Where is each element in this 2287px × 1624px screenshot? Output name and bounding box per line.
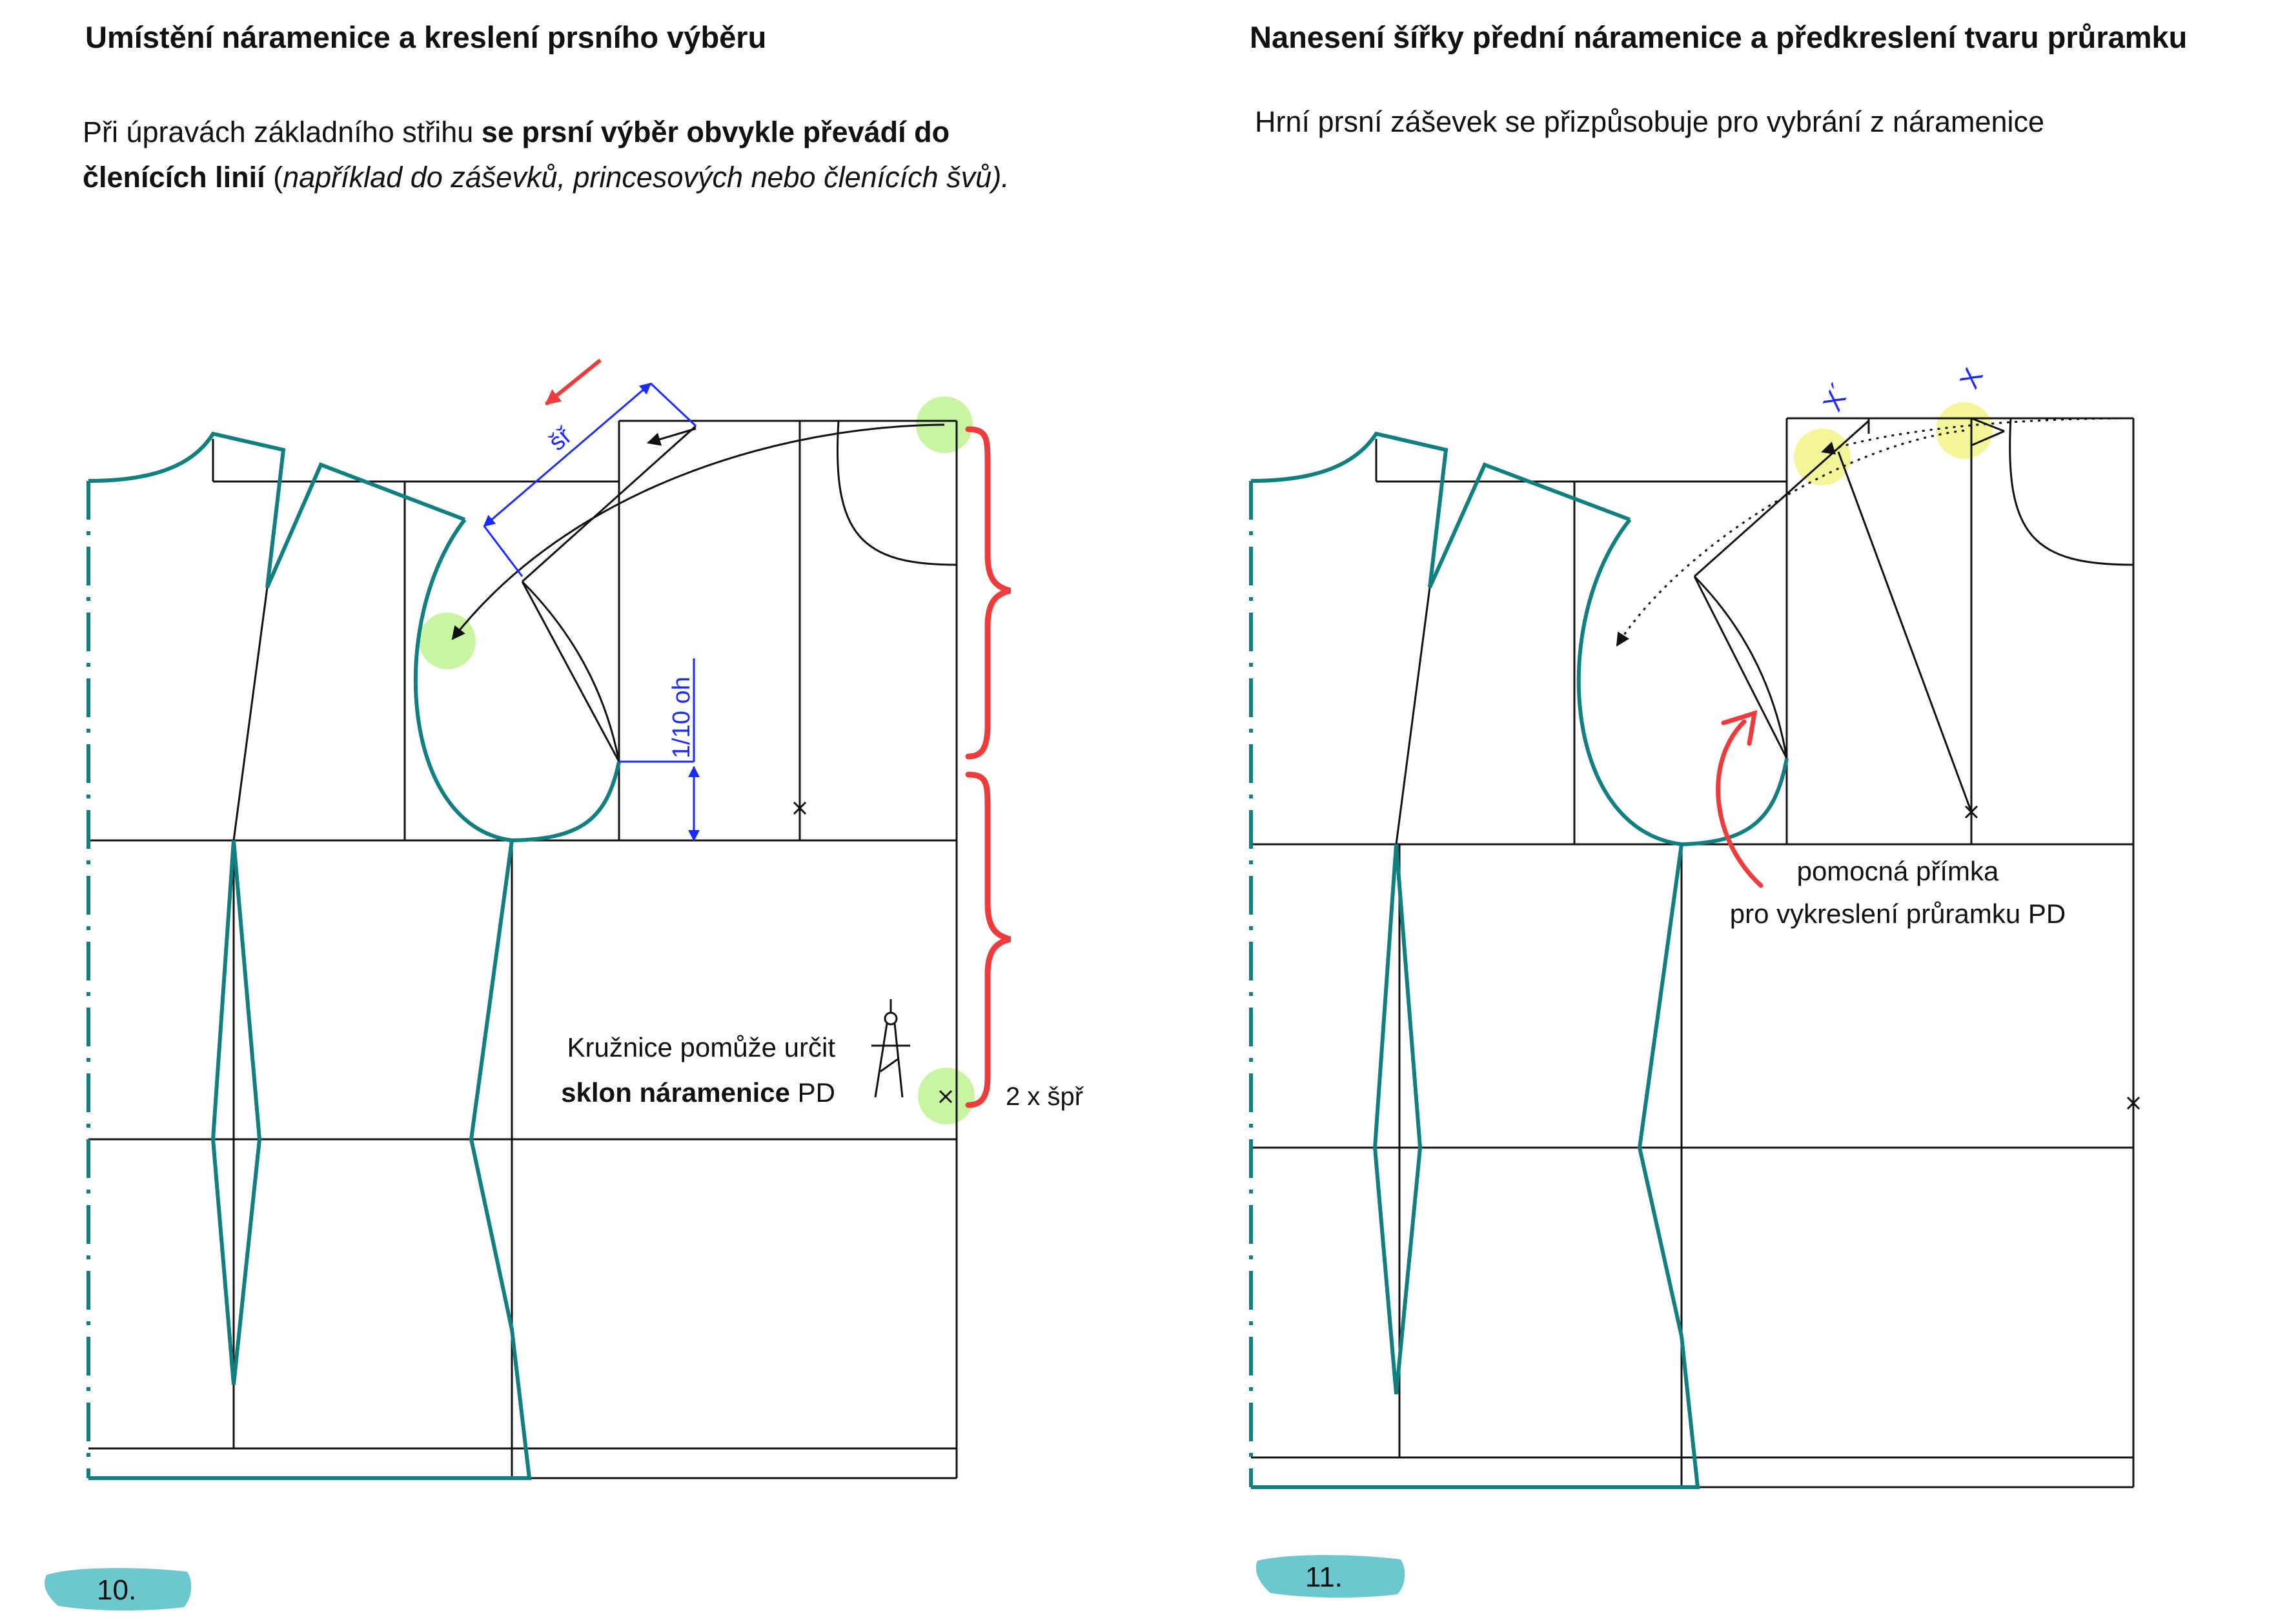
- left-intro-line2-plain: (: [265, 161, 283, 194]
- right-pattern: X´ X pomocná přímka pro vykreslení průra…: [1249, 363, 2140, 1489]
- page-number-left: 10.: [97, 1574, 136, 1606]
- left-intro-line2-italic: například do záševků, princesových nebo …: [283, 161, 1010, 194]
- left-construction-lines: [88, 420, 958, 1479]
- left-teal-outline: [86, 431, 621, 1480]
- label-oh: 1/10 oh: [668, 676, 695, 758]
- circle-text-bold: sklon náramenice: [561, 1077, 790, 1108]
- red-curved-arrow: [1716, 709, 1764, 888]
- left-pattern: šř 1/10 oh Kružnice pomůže určit sklon n…: [86, 358, 1084, 1480]
- right-construction-lines: [1251, 417, 2135, 1488]
- circle-text-line2: sklon náramenice PD: [561, 1077, 835, 1108]
- left-intro-part2: se prsní výběr obvykle převádí do: [473, 116, 950, 148]
- red-direction-arrow: [545, 358, 602, 406]
- left-intro: Při úpravách základního střihu se prsní …: [83, 110, 1010, 200]
- highlight-x-prime: [1794, 429, 1851, 485]
- page-badge-left: [45, 1568, 192, 1611]
- left-intro-line2-bold: členících linií: [83, 161, 265, 194]
- left-cross-marks: [793, 801, 953, 1104]
- right-teal-outline: [1249, 431, 1789, 1489]
- note-line1: pomocná přímka: [1797, 856, 1999, 886]
- page-number-right: 11.: [1305, 1561, 1343, 1593]
- label-x-prime: X´: [1816, 378, 1856, 416]
- circle-text-line1: Kružnice pomůže určit: [567, 1032, 835, 1062]
- right-intro: Hrní prsní záševek se přizpůsobuje pro v…: [1255, 105, 2045, 138]
- right-page-title: Nanesení šířky přední náramenice a předk…: [1250, 20, 2188, 54]
- left-page-title: Umístění náramenice a kreslení prsního v…: [85, 20, 767, 54]
- left-intro-part1: Při úpravách základního střihu: [83, 116, 474, 148]
- circle-text-plain: PD: [790, 1077, 835, 1108]
- red-braces: [965, 426, 1011, 1108]
- right-cross-marks: [1964, 805, 2140, 1110]
- label-x: X: [1953, 363, 1989, 393]
- compass-icon: [871, 999, 910, 1098]
- page-badge-right: [1255, 1555, 1405, 1598]
- left-blue-dimensions: [483, 382, 700, 842]
- note-line2: pro vykreslení průramku PD: [1730, 898, 2066, 929]
- label-2spr: 2 x špř: [1006, 1082, 1084, 1111]
